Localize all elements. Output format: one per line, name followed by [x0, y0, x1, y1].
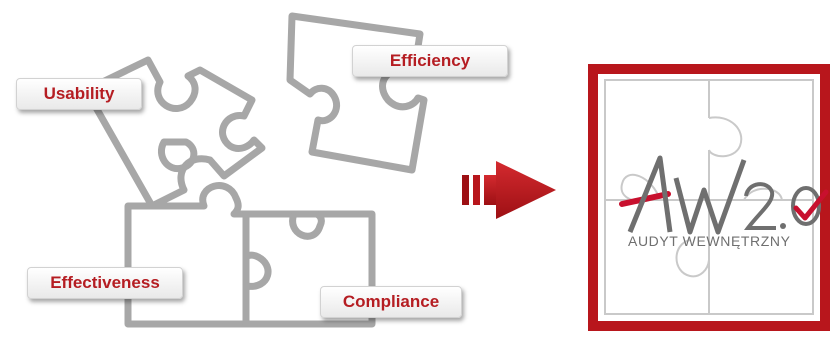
label-efficiency: Efficiency	[352, 45, 508, 77]
label-compliance: Compliance	[320, 286, 462, 318]
puzzle-piece-usability	[82, 56, 266, 210]
puzzle-piece-compliance	[242, 210, 376, 328]
label-effectiveness: Effectiveness	[27, 267, 183, 299]
puzzle-knob	[289, 210, 325, 240]
puzzle-piece-small	[157, 138, 198, 173]
logo-caption: AUDYT WEWNĘTRZNY	[628, 233, 791, 249]
puzzle-piece-efficiency	[286, 12, 428, 174]
puzzle-piece-effectiveness	[124, 182, 250, 328]
label-usability: Usability	[16, 78, 142, 110]
arrow	[462, 161, 556, 219]
scattered-puzzle-pieces	[82, 12, 428, 328]
assembled-puzzle	[588, 64, 830, 331]
logo-aw20	[619, 155, 829, 235]
